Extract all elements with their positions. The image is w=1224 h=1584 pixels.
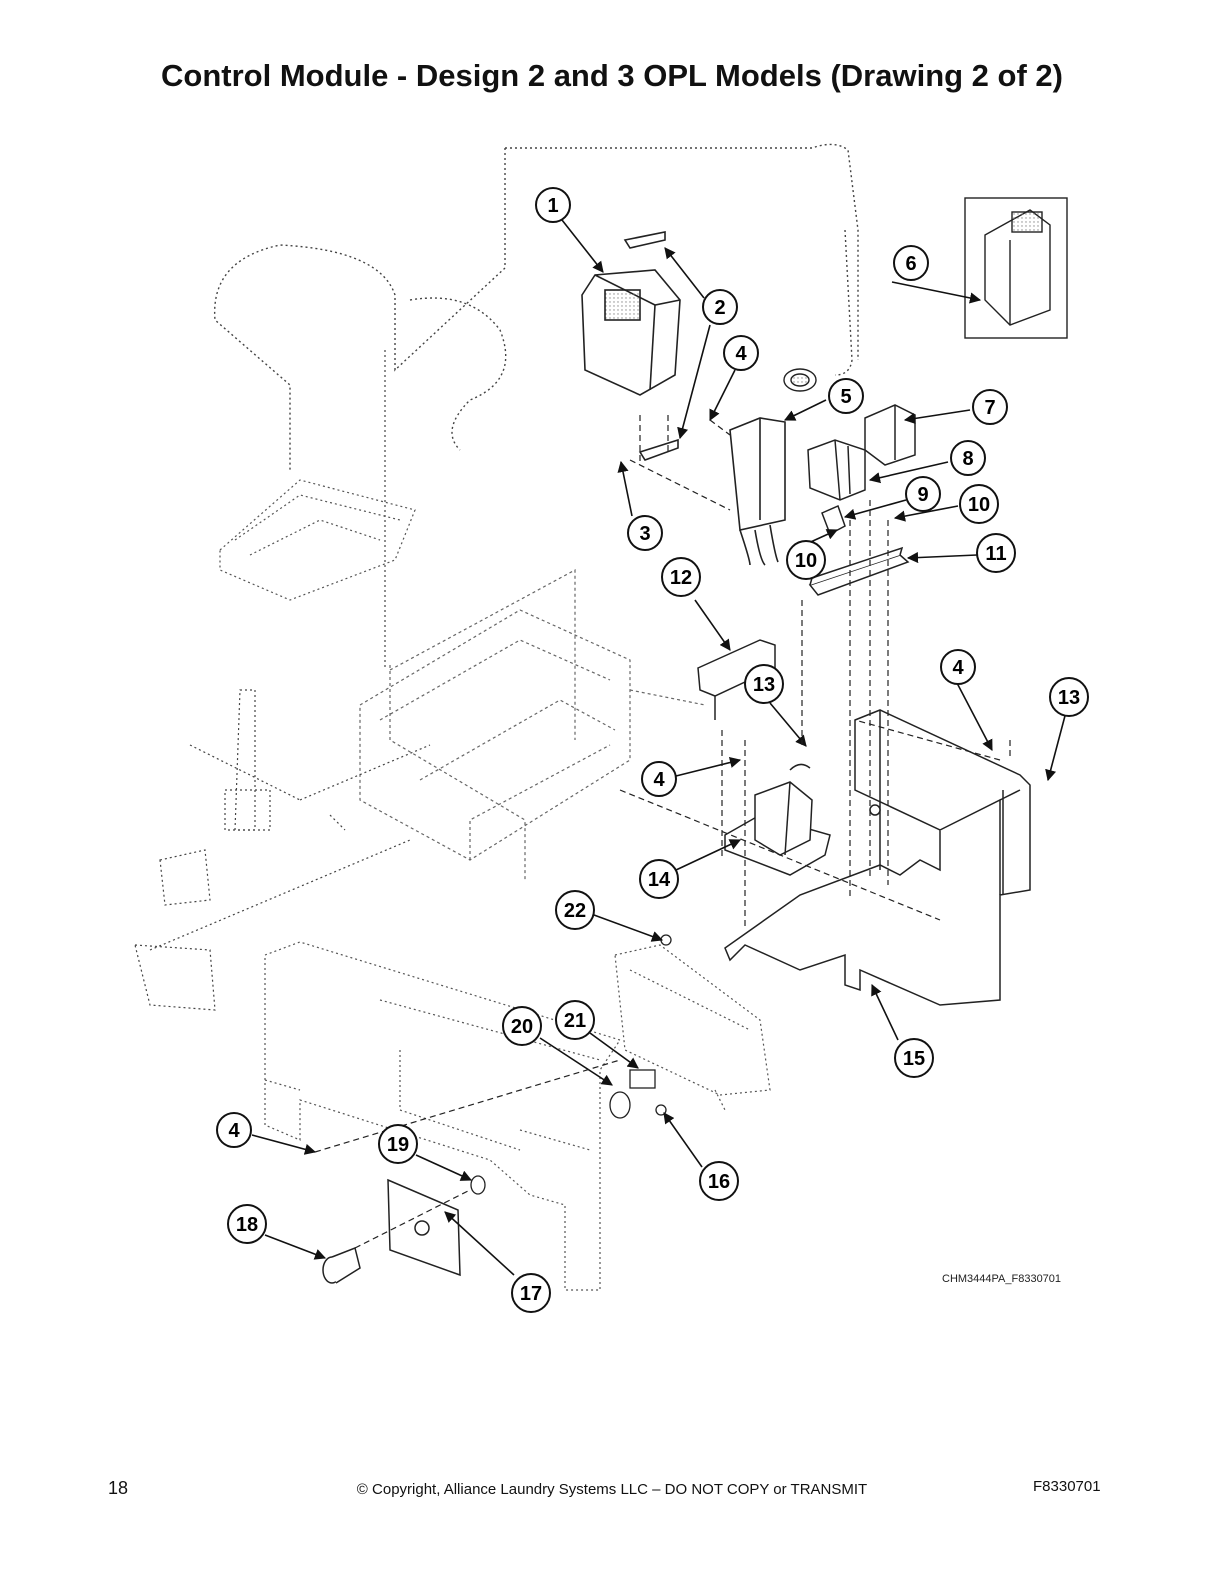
svg-text:15: 15 xyxy=(903,1048,925,1070)
svg-text:6: 6 xyxy=(905,253,916,275)
callout-1: 1 xyxy=(535,187,571,223)
callout-12: 12 xyxy=(661,557,701,597)
callout-22: 22 xyxy=(555,890,595,930)
svg-text:16: 16 xyxy=(708,1171,730,1193)
svg-text:14: 14 xyxy=(648,869,671,891)
svg-text:1: 1 xyxy=(547,195,558,217)
callout-2: 2 xyxy=(702,289,738,325)
svg-text:2: 2 xyxy=(714,297,725,319)
callout-10: 10 xyxy=(959,484,999,524)
svg-text:11: 11 xyxy=(985,543,1006,565)
svg-text:21: 21 xyxy=(564,1010,586,1032)
phantom-frame xyxy=(359,568,706,880)
callout-13: 13 xyxy=(744,664,784,704)
leader-lines xyxy=(251,219,1067,1276)
callout-19: 19 xyxy=(378,1124,418,1164)
callout-5: 5 xyxy=(828,378,864,414)
callout-18: 18 xyxy=(227,1204,267,1244)
fuse-holder-part xyxy=(729,417,786,566)
svg-text:9: 9 xyxy=(917,484,928,506)
callout-9: 9 xyxy=(905,476,941,512)
svg-text:10: 10 xyxy=(795,550,817,572)
callout-10: 10 xyxy=(786,540,826,580)
mounting-base-part xyxy=(724,709,1031,1006)
relay-part xyxy=(821,504,846,536)
svg-text:7: 7 xyxy=(984,397,995,419)
phantom-control-board xyxy=(219,479,416,601)
callout-4: 4 xyxy=(940,649,976,685)
callouts: 1 2 3 4 4 4 4 5 6 7 8 9 10 10 11 12 13 1… xyxy=(216,187,1089,1313)
svg-text:19: 19 xyxy=(387,1134,409,1156)
callout-3: 3 xyxy=(627,515,663,551)
copyright-notice: © Copyright, Alliance Laundry Systems LL… xyxy=(356,1481,868,1498)
callout-15: 15 xyxy=(894,1038,934,1078)
page-number: 18 xyxy=(108,1478,129,1498)
svg-text:13: 13 xyxy=(753,674,775,696)
terminal-block-part xyxy=(807,439,866,501)
transformer-part xyxy=(724,763,831,876)
callout-8: 8 xyxy=(950,440,986,476)
svg-text:4: 4 xyxy=(228,1120,240,1142)
inverter-drive-part xyxy=(964,197,1068,339)
svg-text:13: 13 xyxy=(1058,687,1080,709)
small-hardware-parts xyxy=(470,934,672,1195)
svg-text:12: 12 xyxy=(670,567,692,589)
drawing-reference-code: CHM3444PA_F8330701 xyxy=(942,1273,1062,1285)
document-id: F8330701 xyxy=(1033,1478,1101,1495)
svg-text:18: 18 xyxy=(236,1214,258,1236)
assembly-paths xyxy=(314,415,1011,1249)
svg-text:10: 10 xyxy=(968,494,990,516)
contactor-part xyxy=(864,404,916,466)
callout-6: 6 xyxy=(893,245,929,281)
callout-16: 16 xyxy=(699,1161,739,1201)
gear-part xyxy=(783,368,817,392)
callout-7: 7 xyxy=(972,389,1008,425)
phantom-side-components xyxy=(134,350,431,1011)
callout-17: 17 xyxy=(511,1273,551,1313)
callout-13: 13 xyxy=(1049,677,1089,717)
callout-4: 4 xyxy=(723,335,759,371)
svg-text:4: 4 xyxy=(952,657,964,679)
svg-text:22: 22 xyxy=(564,900,586,922)
svg-text:17: 17 xyxy=(520,1283,542,1305)
svg-text:3: 3 xyxy=(639,523,650,545)
callout-20: 20 xyxy=(502,1006,542,1046)
emergency-stop-button-part xyxy=(322,1246,361,1284)
svg-text:4: 4 xyxy=(653,769,665,791)
phantom-wiring-harness xyxy=(214,143,859,470)
phantom-display-board xyxy=(614,944,771,1111)
callout-14: 14 xyxy=(639,859,679,899)
callout-4: 4 xyxy=(641,761,677,797)
callout-21: 21 xyxy=(555,1000,595,1040)
switch-mount-plate-part xyxy=(387,1178,461,1277)
svg-text:8: 8 xyxy=(962,448,973,470)
page-title: Control Module - Design 2 and 3 OPL Mode… xyxy=(161,58,1063,93)
callout-4: 4 xyxy=(216,1112,252,1148)
phantom-console-panel xyxy=(264,941,621,1291)
power-supply-part xyxy=(581,231,681,461)
svg-text:20: 20 xyxy=(511,1016,533,1038)
svg-text:5: 5 xyxy=(840,386,851,408)
svg-text:4: 4 xyxy=(735,343,747,365)
callout-11: 11 xyxy=(976,533,1016,573)
